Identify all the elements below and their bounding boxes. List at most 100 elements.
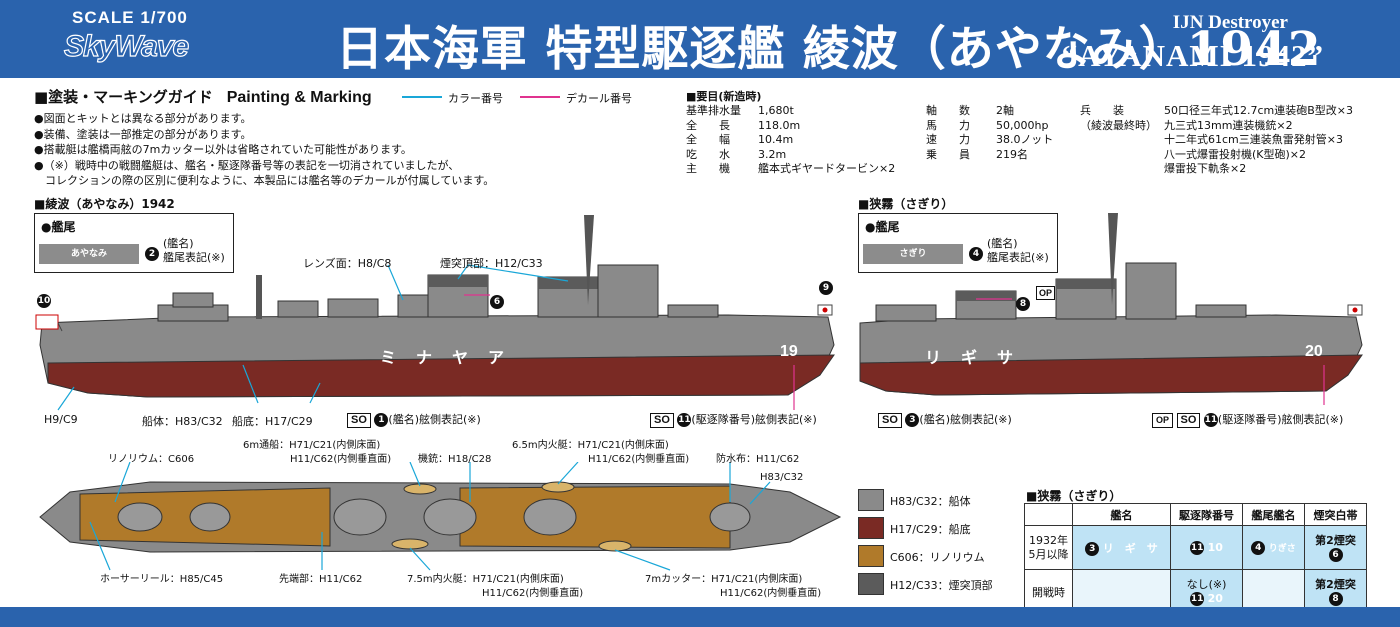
plan-turret-aft2 [189,502,231,532]
swatch-label: H12/C33：煙突頂部 [890,579,993,592]
spec-value: 38.0ノット [996,133,1054,147]
spec-value: 219名 [996,147,1028,161]
plan-boat-65m [541,481,575,493]
swatch-label: H17/C29：船底 [890,523,971,536]
row-label: 1932年 [1029,533,1068,547]
decal-number-badge: 4 [1251,540,1266,555]
decal-number-badge: 11 [1190,540,1205,555]
plan-funnel-2 [423,498,477,536]
table-cell: 3 リ ギ サ [1072,525,1171,570]
hull-bottom [47,354,835,398]
table-cell: 第2煙突 6 [1304,525,1367,570]
fore-mast [584,215,594,305]
spec-value: 艦本式ギヤードタービン×2 [758,162,896,176]
plan-boat65-label-b: H11/C62(内側垂直面) [588,454,690,465]
decal-text: (艦名)舷側表記(※) [919,413,1012,426]
plan-boat-6m [403,483,437,495]
decal-number-badge: 8 [1016,296,1030,311]
plan-boat6-label-b: H11/C62(内側垂直面) [290,454,392,465]
spec-col2-values: 2軸 50,000hp 38.0ノット 219名 [996,104,1053,162]
spec-label: 馬 力 [926,118,970,132]
decal-10-badge-wrap: 10 [37,290,51,309]
hose-pointer [89,521,111,571]
color-legend-label: カラー番号 [448,92,503,105]
funnel-pointer-1 [457,264,469,280]
plan-boat75-label-a: 7.5m内火艇：H71/C21(内側床面) [407,574,564,585]
decal-number-badge: 11 [1203,413,1218,427]
cutter-pointer [614,549,671,571]
op-badge: OP [1152,412,1174,428]
hull-pointer [242,364,259,404]
decal-text: (駆逐隊番号)舷側表記(※) [1217,413,1344,426]
funnel-1-top [956,291,1016,301]
decal-number-badge: 8 [1328,591,1343,606]
page-title: 日本海軍 特型駆逐艦 綾波（あやなみ）1942 [336,22,1322,77]
decal-number-badge: 11 [1190,591,1205,606]
decal-number-badge: 9 [819,280,833,295]
spec-col1-values: 1,680t 118.0m 10.4m 3.2m 艦本式ギヤードタービン×2 [758,104,895,177]
sagiri-hull-name: リ ギ サ [925,348,1016,367]
row-label: 5月以降 [1028,547,1069,561]
spec-label: 基準排水量 [686,104,741,117]
ayanami-stern-box: ●艦尾 あやなみ [34,213,234,273]
sagiri-side-profile [859,213,1363,405]
subtitle-small: IJN Destroyer [1172,12,1288,33]
swatch-hull [858,489,884,511]
spec-label: 全 幅 [686,133,730,147]
stern-label-line: (艦名) [987,237,1018,250]
table-cell-empty [1072,569,1171,614]
plan-boat65-label-a: 6.5m内火艇：H71/C21(内側床面) [512,440,669,451]
table-cell-empty [1242,569,1305,614]
sagiri-stern-label: (艦名) 艦尾表記(※) [987,237,1049,265]
scale-label: SCALE 1/700 [72,8,188,27]
stern-plate: さぎり [863,244,963,264]
plan-boat6-label-a: 6m通船：H71/C21(内側床面) [243,440,381,451]
sagiri-stern-box: ●艦尾 さぎり [858,213,1058,273]
decal-9-badge-wrap: 9 [819,277,833,296]
table-header: 駆逐隊番号 [1170,503,1243,526]
spec-value: 118.0m [758,118,801,132]
table-cell: 4 りぎさ [1242,525,1305,570]
ayanami-heading: ■綾波（あやなみ）1942 [34,197,175,211]
plan-linoleum-label: リノリウム：C606 [108,454,195,465]
decal-text: (艦名)舷側表記(※) [388,413,481,426]
plan-boat75-label-b: H11/C62(内側垂直面) [482,588,584,599]
boat6-pointer [409,462,421,487]
subtitle-large: “AYANAMI 1942” [1061,38,1324,73]
painting-title-jp: ■塗装・マーキングガイド [34,88,213,106]
table-row: 1932年 5月以降 3 リ ギ サ 11 10 4 りぎさ 第2煙突 6 [1024,525,1367,570]
decal-text: (駆逐隊番号)舷側表記(※) [691,413,817,426]
funnel-pointer-2 [467,264,569,282]
boat65-pointer [557,462,579,485]
spec-label: 乗 員 [926,147,970,161]
table-row: 開戦時 なし(※) 11 20 第2煙突 8 [1024,569,1367,614]
ayanami-hull-name: ミ ナ ヤ ア [380,348,507,367]
table-header: 煙突白帯 [1304,503,1367,526]
note-line: ●搭載艇は艦橋両舷の7mカッター以外は省略されていた可能性があります。 [34,143,412,156]
stern-box-title: ●艦尾 [865,220,900,234]
spec-col1-labels: 基準排水量 全 長 全 幅 吃 水 主 機 [686,104,741,177]
spec-value: 2軸 [996,104,1014,117]
table-div-number: 20 [1207,591,1223,605]
hull-bottom [859,354,1363,396]
ayanami-div-decal-label: SO 11(駆逐隊番号)舷側表記(※) [650,411,817,428]
bridge [1125,262,1177,320]
stern-label-line: 艦尾表記(※) [987,251,1049,264]
decal-8-badge-wrap: 8 [1016,293,1030,312]
plan-mg-label: 機銃：H18/C28 [418,454,492,465]
spec-value: 爆雷投下軌条×2 [1164,162,1247,176]
decal-number-badge: 4 [969,246,983,261]
table-cell: なし(※) 11 20 [1170,569,1243,614]
spec-value: 3.2m [758,147,787,161]
plan-tip-label: 先端部：H11/C62 [279,574,363,585]
fore-mast [1108,213,1118,305]
footer-bar [0,607,1400,627]
sagiri-hull-number: 20 [1305,343,1323,360]
turret-2 [277,300,319,318]
table-cell: 1932年 5月以降 [1024,525,1073,570]
decal-number-badge: 3 [905,413,920,427]
spec-value: 1,680t [758,104,794,117]
op-badge: OP [1036,286,1056,300]
prop-pointer [57,386,75,411]
plan-turret-aft [117,502,163,532]
